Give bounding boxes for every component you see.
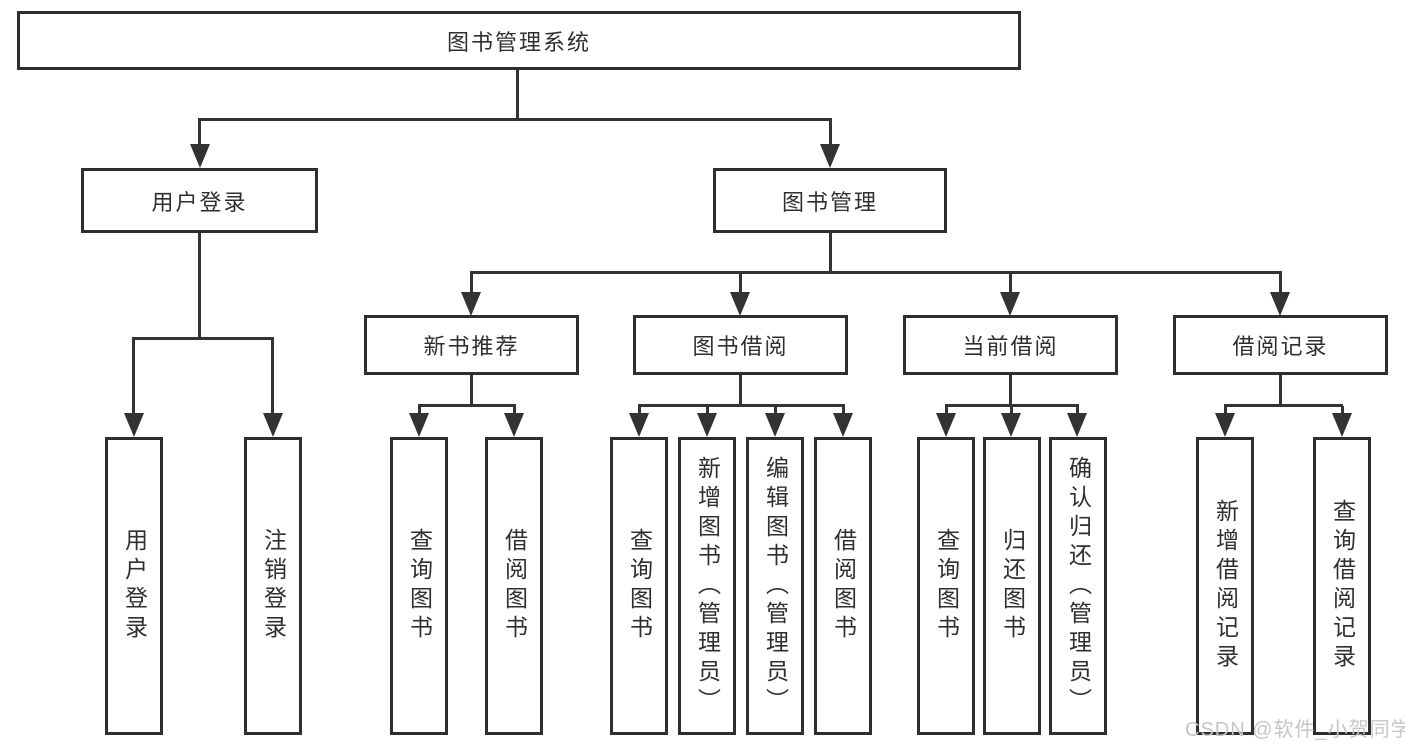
leaf-confirm-return-admin-label: 确认归还（管理员） bbox=[1065, 455, 1092, 717]
node-borrowing-records: 借阅记录 bbox=[1173, 315, 1388, 375]
connector-line bbox=[739, 375, 742, 406]
leaf-query-book-current-label: 查询图书 bbox=[933, 528, 960, 644]
leaf-add-book-admin: 新增图书（管理员） bbox=[678, 437, 736, 735]
node-new-book-recommendation: 新书推荐 bbox=[364, 315, 579, 375]
node-borrowing-records-label: 借阅记录 bbox=[1232, 334, 1329, 359]
leaf-user-login-label: 用户登录 bbox=[121, 528, 148, 644]
connector-line bbox=[418, 404, 516, 407]
arrow-down-icon bbox=[765, 413, 785, 437]
connector-line bbox=[198, 120, 201, 150]
arrow-down-icon bbox=[1001, 413, 1021, 437]
connector-line bbox=[198, 233, 201, 339]
leaf-logout-label: 注销登录 bbox=[260, 528, 287, 644]
node-library-system-label: 图书管理系统 bbox=[446, 29, 591, 55]
node-book-management: 图书管理 bbox=[713, 168, 947, 233]
arrow-down-icon bbox=[190, 144, 210, 168]
connector-line bbox=[198, 118, 832, 121]
leaf-query-book-recommend-label: 查询图书 bbox=[406, 528, 433, 644]
leaf-add-borrow-record-label: 新增借阅记录 bbox=[1212, 499, 1239, 673]
connector-line bbox=[739, 273, 742, 298]
leaf-add-borrow-record: 新增借阅记录 bbox=[1196, 437, 1254, 735]
connector-line bbox=[1009, 273, 1012, 298]
connector-line bbox=[945, 404, 1079, 407]
leaf-query-borrow-record: 查询借阅记录 bbox=[1313, 437, 1371, 735]
arrow-down-icon bbox=[1332, 413, 1352, 437]
arrow-down-icon bbox=[263, 413, 283, 437]
arrow-down-icon bbox=[1000, 292, 1020, 316]
leaf-return-book: 归还图书 bbox=[983, 437, 1041, 735]
leaf-query-book-borrowing: 查询图书 bbox=[610, 437, 668, 735]
connector-line bbox=[638, 404, 845, 407]
leaf-user-login: 用户登录 bbox=[105, 437, 163, 735]
arrow-down-icon bbox=[409, 413, 429, 437]
node-user-login-label: 用户登录 bbox=[151, 189, 248, 215]
arrow-down-icon bbox=[730, 292, 750, 316]
leaf-borrow-book: 借阅图书 bbox=[814, 437, 872, 735]
leaf-borrow-book-recommend: 借阅图书 bbox=[485, 437, 543, 735]
leaf-logout: 注销登录 bbox=[244, 437, 302, 735]
leaf-query-book-current: 查询图书 bbox=[917, 437, 975, 735]
connector-line bbox=[470, 375, 473, 406]
leaf-edit-book-admin-label: 编辑图书（管理员） bbox=[762, 455, 789, 717]
connector-line bbox=[1279, 375, 1282, 406]
arrow-down-icon bbox=[629, 413, 649, 437]
connector-line bbox=[470, 273, 473, 298]
connector-line bbox=[1009, 375, 1012, 406]
arrow-down-icon bbox=[936, 413, 956, 437]
connector-line bbox=[271, 339, 274, 419]
connector-line bbox=[516, 70, 519, 120]
node-new-book-recommendation-label: 新书推荐 bbox=[423, 334, 520, 359]
node-book-borrowing-label: 图书借阅 bbox=[692, 334, 789, 359]
connector-line bbox=[1224, 404, 1343, 407]
arrow-down-icon bbox=[1067, 413, 1087, 437]
connector-line bbox=[829, 120, 832, 150]
node-book-management-label: 图书管理 bbox=[781, 189, 878, 215]
node-user-login: 用户登录 bbox=[81, 168, 318, 233]
leaf-borrow-book-recommend-label: 借阅图书 bbox=[501, 528, 528, 644]
node-library-system: 图书管理系统 bbox=[17, 11, 1021, 70]
leaf-borrow-book-label: 借阅图书 bbox=[830, 528, 857, 644]
connector-line bbox=[829, 233, 832, 273]
leaf-confirm-return-admin: 确认归还（管理员） bbox=[1049, 437, 1107, 735]
leaf-add-book-admin-label: 新增图书（管理员） bbox=[694, 455, 721, 717]
leaf-query-book-recommend: 查询图书 bbox=[390, 437, 448, 735]
arrow-down-icon bbox=[820, 144, 840, 168]
node-current-borrowing-label: 当前借阅 bbox=[962, 334, 1059, 359]
arrow-down-icon bbox=[833, 413, 853, 437]
node-book-borrowing: 图书借阅 bbox=[633, 315, 848, 375]
leaf-query-borrow-record-label: 查询借阅记录 bbox=[1329, 499, 1356, 673]
arrow-down-icon bbox=[124, 413, 144, 437]
leaf-return-book-label: 归还图书 bbox=[999, 528, 1026, 644]
arrow-down-icon bbox=[1270, 292, 1290, 316]
arrow-down-icon bbox=[1215, 413, 1235, 437]
node-current-borrowing: 当前借阅 bbox=[903, 315, 1118, 375]
leaf-edit-book-admin: 编辑图书（管理员） bbox=[746, 437, 804, 735]
watermark-text: CSDN @软件_小贺同学 bbox=[1185, 719, 1405, 741]
connector-line bbox=[132, 337, 274, 340]
connector-line bbox=[132, 339, 135, 419]
arrow-down-icon bbox=[461, 292, 481, 316]
arrow-down-icon bbox=[697, 413, 717, 437]
connector-line bbox=[1279, 273, 1282, 298]
connector-line bbox=[470, 271, 1282, 274]
arrow-down-icon bbox=[504, 413, 524, 437]
leaf-query-book-borrowing-label: 查询图书 bbox=[626, 528, 653, 644]
